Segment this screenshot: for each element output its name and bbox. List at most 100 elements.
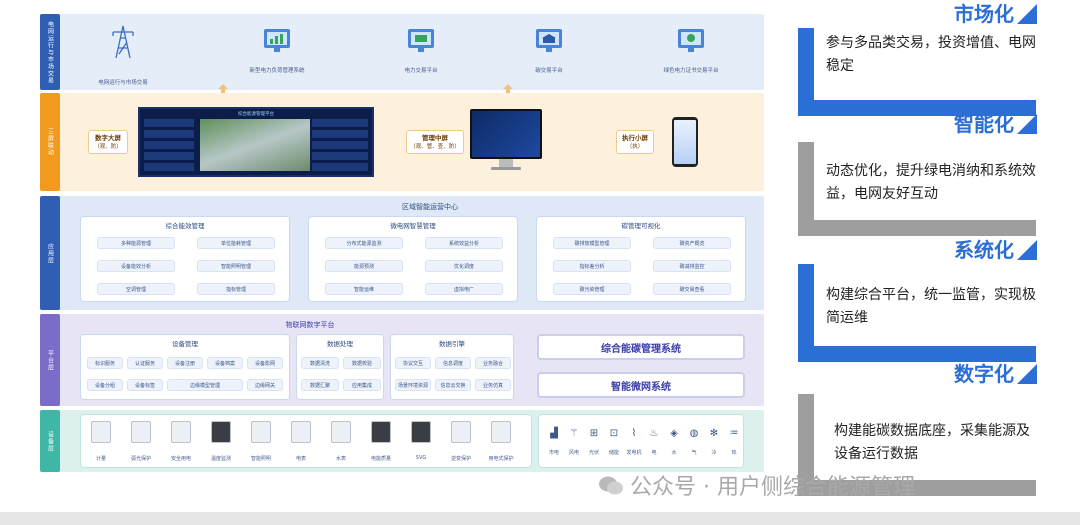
device-item: 智能照明 (243, 421, 279, 462)
app-group-carbon: 碳管理可视化 碳排放模型管理 碳资产概览 指标差分析 碳减排监控 碳污染管理 碳… (536, 216, 746, 302)
monitor-chart-icon: 新型电力负荷管理系统 (249, 26, 305, 74)
card-title-market: 市场化 (954, 2, 1014, 26)
triangle-icon (1017, 240, 1037, 260)
device-item: 水表 (323, 421, 359, 462)
top-item-label: 新型电力负荷管理系统 (249, 68, 305, 74)
app-cell[interactable]: 虚拟电厂 (425, 283, 503, 295)
monitor-mid-screen (470, 109, 542, 173)
system-smart-microgrid[interactable]: 智能微网系统 (537, 372, 745, 398)
device-box: 计量 弧光保护 安全用电 温度监测 智能照明 电表 水表 电能质量 SVG 逆变… (80, 414, 532, 468)
platform-cell[interactable]: 设备标签 (127, 379, 163, 391)
platform-cell[interactable]: 应用集成 (343, 379, 381, 391)
app-cell[interactable]: 碳排放模型管理 (553, 237, 631, 249)
card-intelligent: 动态优化，提升绿电消纳和系统效益，电网友好互动 (798, 142, 1036, 236)
app-cell[interactable]: 多种能源管理 (97, 237, 175, 249)
card-title-digital: 数字化 (954, 362, 1014, 386)
layer-device: 设备层 计量 弧光保护 安全用电 温度监测 智能照明 电表 水表 电能质量 SV… (40, 410, 764, 472)
platform-cell[interactable]: 信息调度 (435, 357, 471, 369)
energy-source: ◈水 (670, 428, 678, 456)
platform-cell[interactable]: 设备注册 (167, 357, 203, 369)
app-cell[interactable]: 智能运维 (325, 283, 403, 295)
device-item: SVG (403, 421, 439, 461)
platform-cell[interactable]: 设备档案 (207, 357, 243, 369)
dashboard-big-screen: 综合能源管理平台 (138, 107, 374, 177)
layer-grid-market: 电网运行与市场交易 电网运行与市场交易 新型电力负荷管理系统 电力交易平台 碳交… (40, 14, 764, 90)
platform-cell[interactable]: 边缘网关 (247, 379, 283, 391)
energy-source: ✻冷 (709, 428, 719, 456)
app-cell[interactable]: 单位能耗管理 (197, 237, 275, 249)
card-market: 参与多品类交易，投资增值、电网稳定 (798, 28, 1036, 116)
energy-source-box: ▟市电 ⚚风电 ⊞光伏 ⊡储能 ⌇发电机 ♨电 ◈水 ◍气 ✻冷 ♒热 (538, 414, 744, 468)
platform-cell[interactable]: 边缘模型管理 (167, 379, 243, 391)
layer-label: 电网运行与市场交易 (40, 14, 60, 90)
device-item: 安全用电 (163, 421, 199, 462)
app-cell[interactable]: 智能照明管理 (197, 260, 275, 272)
platform-cell[interactable]: 设备影网 (247, 357, 283, 369)
app-cell[interactable]: 指标管理 (197, 283, 275, 295)
layer-label: 平台层 (40, 314, 60, 406)
energy-source: ◍气 (689, 428, 699, 456)
top-item-label: 绿色电力证书交易平台 (663, 68, 719, 74)
app-group-energy-efficiency: 综合能效管理 多种能源管理 单位能耗管理 设备能效分析 智能照明管理 空调管理 … (80, 216, 290, 302)
tag-big-screen: 数字大屏（观、防） (88, 130, 128, 154)
app-cell[interactable]: 能源预测 (325, 260, 403, 272)
device-item: 电能质量 (363, 421, 399, 462)
app-cell[interactable]: 碳减排监控 (653, 260, 731, 272)
app-cell[interactable]: 指标差分析 (553, 260, 631, 272)
platform-cell[interactable]: 设备分组 (87, 379, 123, 391)
platform-cell[interactable]: 业务融合 (475, 357, 511, 369)
app-title: 区域智能运营中心 (402, 203, 458, 211)
monitor-building-icon: 碳交易平台 (534, 26, 564, 74)
device-item: 弧光保护 (123, 421, 159, 462)
energy-source: ⚚风电 (568, 428, 579, 456)
energy-source: ⊞光伏 (588, 428, 599, 456)
system-carbon-management[interactable]: 综合能碳管理系统 (537, 334, 745, 360)
app-group-microgrid: 微电网智慧管理 分布式能源监测 系统效益分析 能源预测 优化调度 智能运维 虚拟… (308, 216, 518, 302)
card-title-systematic: 系统化 (954, 238, 1014, 262)
app-cell[interactable]: 分布式能源监测 (325, 237, 403, 249)
device-item: 电表 (283, 421, 319, 462)
triangle-icon (1017, 4, 1037, 24)
layer-three-screens: 三屏联动 数字大屏（观、防） 综合能源管理平台 管理中屏（观、管、查、防） 执行… (40, 93, 764, 191)
platform-cell[interactable]: 标识服务 (87, 357, 123, 369)
device-item: 计量 (83, 421, 119, 462)
app-cell[interactable]: 系统效益分析 (425, 237, 503, 249)
layer-label: 应用层 (40, 196, 60, 310)
app-cell[interactable]: 碳污染管理 (553, 283, 631, 295)
device-item: 用电式保护 (483, 421, 519, 462)
platform-cell[interactable]: 认证服务 (127, 357, 163, 369)
platform-group-data-engine: 数据引擎 协议交互 信息调度 业务融合 场景环境资源 信息云交换 业务仿真 (390, 334, 514, 400)
chat-bubble-icon (598, 475, 624, 495)
bottom-divider (0, 512, 1080, 525)
app-cell[interactable]: 空调管理 (97, 283, 175, 295)
device-item: 温度监测 (203, 421, 239, 462)
energy-source: ♒热 (729, 428, 739, 456)
app-cell[interactable]: 优化调度 (425, 260, 503, 272)
phone-small-screen (672, 117, 698, 167)
top-item-label: 电网运行与市场交易 (98, 80, 148, 86)
layer-label: 三屏联动 (40, 93, 60, 191)
energy-source: ⌇发电机 (626, 428, 642, 456)
platform-cell[interactable]: 业务仿真 (475, 379, 511, 391)
device-item: 逆变保护 (443, 421, 479, 462)
card-title-intelligent: 智能化 (954, 112, 1014, 136)
platform-cell[interactable]: 数据校验 (343, 357, 381, 369)
platform-cell[interactable]: 数据汇聚 (301, 379, 339, 391)
card-systematic: 构建综合平台，统一监管，实现极简运维 (798, 264, 1036, 362)
app-cell[interactable]: 碳资产概览 (653, 237, 731, 249)
platform-group-data-processing: 数据处理 数据清洗 数据校验 数据汇聚 应用集成 (296, 334, 384, 400)
platform-group-device-mgmt: 设备管理 标识服务 认证服务 设备注册 设备档案 设备影网 设备分组 设备标签 … (80, 334, 290, 400)
top-item-label: 碳交易平台 (535, 68, 563, 74)
app-cell[interactable]: 碳交易查看 (653, 283, 731, 295)
platform-cell[interactable]: 场景环境资源 (395, 379, 431, 391)
energy-source: ⊡储能 (608, 428, 619, 456)
app-cell[interactable]: 设备能效分析 (97, 260, 175, 272)
layer-label: 设备层 (40, 410, 60, 472)
card-digital: 构建能碳数据底座，采集能源及设备运行数据 (798, 394, 1036, 496)
platform-cell[interactable]: 协议交互 (395, 357, 431, 369)
top-item-label: 电力交易平台 (404, 68, 438, 74)
energy-source: ♨电 (649, 428, 659, 456)
pylon-icon: 电网运行与市场交易 (98, 24, 148, 86)
platform-cell[interactable]: 数据清洗 (301, 357, 339, 369)
platform-cell[interactable]: 信息云交换 (435, 379, 471, 391)
